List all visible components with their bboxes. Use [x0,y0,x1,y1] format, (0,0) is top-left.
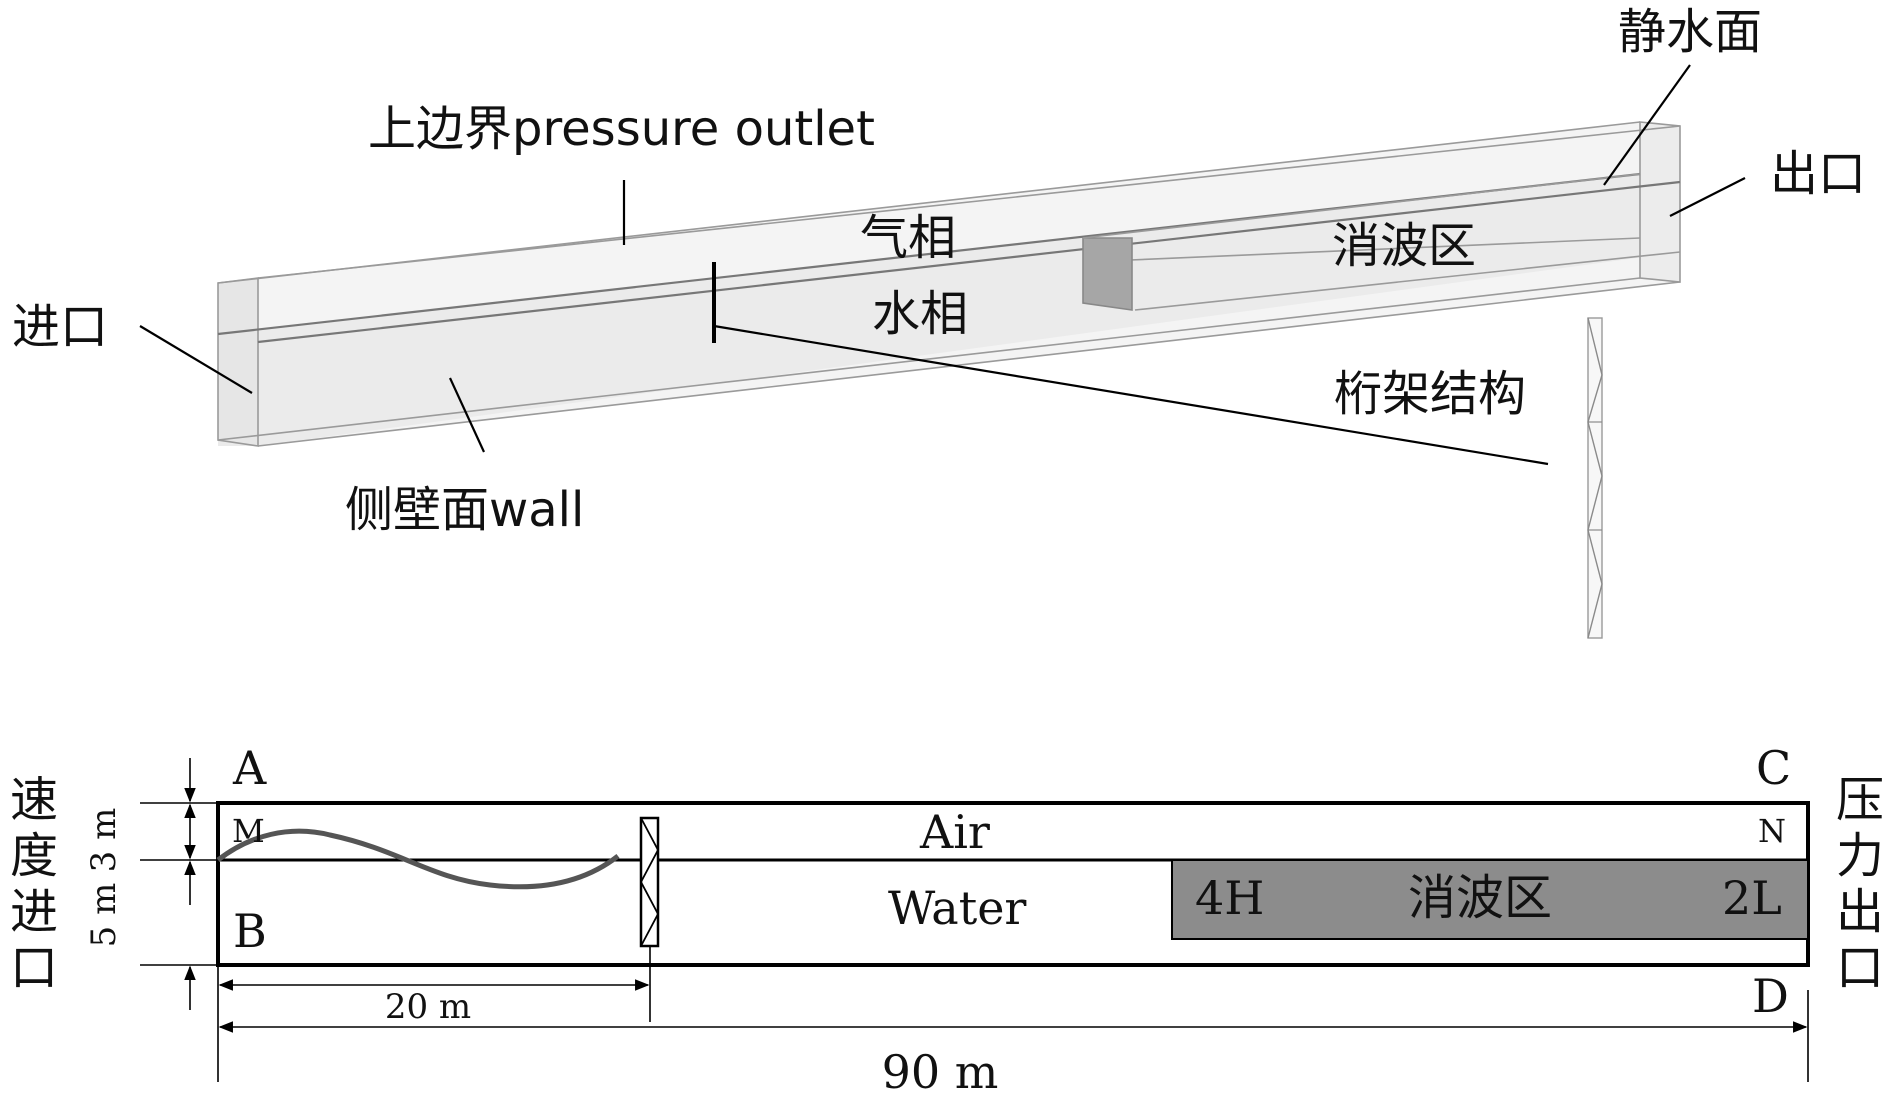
label-velocity-inlet: 速 度 进 口 [10,772,58,996]
damping-top-edge [1082,173,1641,239]
truss-callout-line [713,324,1549,466]
label-inlet: 进口 [12,299,108,355]
wave-profile [216,828,620,890]
dim-structure-distance: 20 m [385,987,471,1027]
pressure-outlet-char: 力 [1836,828,1884,884]
damping-bottom-edge [1129,237,1641,261]
pressure-outlet-char: 出 [1836,884,1884,940]
pressure-outlet-char: 压 [1836,772,1884,828]
label-air: Air [919,805,990,859]
horizontal-dimensions: 20 m 90 m [217,946,1809,1099]
label-pressure-outlet: 压 力 出 口 [1836,772,1884,996]
damping-zone-box [1082,237,1133,311]
dim-water-depth: 5 m [84,883,124,948]
damping-zone-2d [1171,859,1809,940]
bottom-front-edge [257,281,1681,447]
label-upper-boundary: 上边界pressure outlet [368,101,875,157]
velocity-inlet-char: 速 [10,772,58,828]
free-surface-front [257,180,1681,344]
label-water-phase: 水相 [872,286,968,342]
label-point-m: M [232,812,265,850]
vertical-dimensions: 3 m 5 m [84,758,216,1010]
label-point-n: N [1758,812,1786,850]
pressure-outlet-char: 口 [1836,940,1884,996]
inlet-face [217,277,259,447]
label-gas-phase: 气相 [860,210,956,266]
outlet-face [1639,121,1681,283]
label-corner-c: C [1756,741,1791,795]
label-still-water: 静水面 [1618,4,1762,60]
label-damping-zone-2d: 消波区 [1408,870,1552,926]
dim-total-length: 90 m [882,1045,999,1099]
structure-2d-bracing [639,817,660,947]
leader-side-wall [449,377,485,453]
velocity-inlet-char: 进 [10,884,58,940]
tank-3d [139,64,1746,639]
label-corner-d: D [1752,969,1789,1023]
leader-outlet [1669,177,1746,217]
truss-structure [1587,317,1603,639]
label-water: Water [888,881,1026,935]
tank-2d [216,801,1810,967]
structure-2d [639,816,660,948]
bottom-back-edge [217,277,1641,441]
velocity-inlet-char: 度 [10,828,58,884]
label-corner-a: A [232,741,267,795]
dim-air-height: 3 m [84,808,124,873]
leader-inlet [139,325,253,394]
damping-front-edge [1134,251,1681,311]
label-corner-b: B [233,904,267,958]
label-side-wall: 侧壁面wall [345,482,584,538]
velocity-inlet-char: 口 [10,940,58,996]
label-truss: 桁架结构 [1334,366,1526,422]
water-band [218,174,1680,446]
label-damping-end: 2L [1722,871,1782,925]
label-damping-start: 4H [1195,871,1264,925]
top-front-edge [257,125,1681,279]
label-damping-zone-3d: 消波区 [1332,218,1476,274]
label-outlet: 出口 [1770,146,1866,202]
leader-still-water [1603,64,1691,186]
